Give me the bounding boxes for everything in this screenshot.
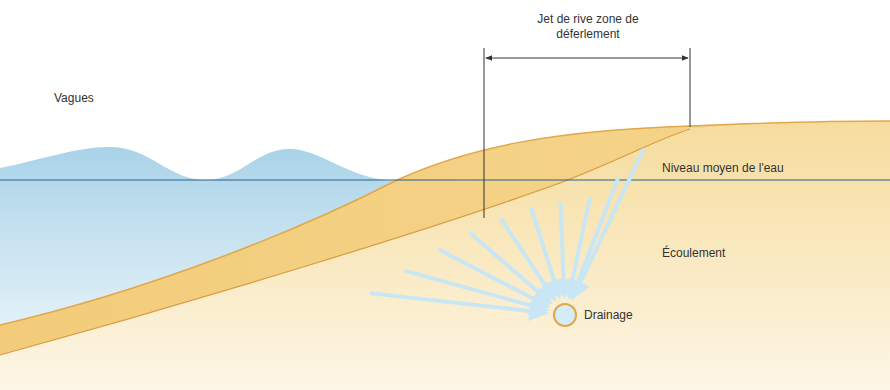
sand-surface <box>0 121 890 325</box>
bracket-arrow <box>486 58 688 59</box>
flow-arrow <box>531 208 559 296</box>
flow-label: Écoulement <box>662 246 725 261</box>
flow-arrow <box>572 177 618 296</box>
bracket-left <box>484 48 485 218</box>
flow-arrow <box>405 271 546 310</box>
deep-sand <box>0 122 890 390</box>
flow-arrow <box>470 233 550 302</box>
water-level-label: Niveau moyen de l'eau <box>662 161 784 176</box>
flow-arrow <box>560 202 564 295</box>
drain-pipe <box>554 304 576 326</box>
sand-band <box>0 121 890 355</box>
waves-label: Vagues <box>54 91 94 106</box>
drain-label: Drainage <box>584 308 633 323</box>
sand-layer-line <box>0 129 690 355</box>
flow-arrow <box>574 149 644 297</box>
zone-label: Jet de rive zone de déferlement <box>529 12 647 42</box>
bracket-right <box>690 48 691 127</box>
water-level-line <box>0 180 890 181</box>
flow-arrows <box>370 149 644 313</box>
flow-arrow <box>439 250 547 306</box>
